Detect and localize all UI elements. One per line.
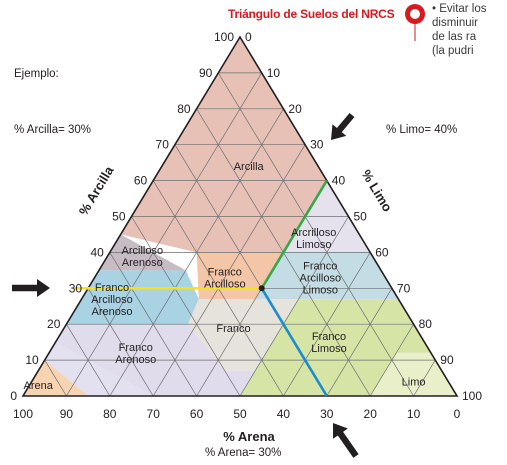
clay-tick-label: 50	[112, 210, 126, 224]
example-point	[258, 285, 265, 292]
example-silt: % Limo= 40%	[386, 124, 458, 136]
clay-tick-label: 80	[177, 102, 191, 116]
clay-axis-label: % Arcilla	[76, 163, 117, 218]
silt-guide-line	[260, 179, 328, 289]
sand-tick-label: 40	[277, 407, 291, 421]
region-arena-franca	[44, 342, 154, 396]
grid-line-silt	[326, 288, 393, 397]
region-label-franco-limoso: Limoso	[311, 343, 346, 355]
clay-tick-label: 30	[69, 281, 83, 295]
silt-tick-label: 60	[375, 245, 389, 259]
sand-tick-label: 30	[320, 407, 334, 421]
grid-line-silt	[239, 216, 349, 397]
clay-tick-label: 10	[25, 353, 39, 367]
grid-line-silt	[152, 144, 306, 397]
silt-tick-label: 30	[310, 138, 324, 152]
region-franco-limoso	[240, 299, 431, 396]
sand-guide-line	[260, 287, 328, 397]
region-label-franco-arcilloso: Arcilloso	[204, 279, 246, 291]
clay-tick-label: 20	[47, 317, 61, 331]
grid-line-silt	[413, 359, 436, 397]
region-label-arena: Arena	[24, 380, 54, 392]
clay-tick-label: 70	[156, 138, 170, 152]
grid-line-sand	[109, 252, 197, 397]
grid-line-sand	[87, 288, 154, 397]
grid-line-silt	[283, 252, 371, 397]
sand-tick-label: 10	[407, 407, 421, 421]
region-label-arcilloso-arenoso: Arcilloso	[122, 245, 164, 257]
region-label-franco-arenoso: Arenoso	[115, 354, 156, 366]
silt-tick-label: 20	[288, 102, 302, 116]
example-sand: % Arena= 30%	[205, 447, 282, 459]
region-label-arcilloso-limoso: Limoso	[296, 239, 331, 251]
silt-tick-label: 80	[419, 317, 433, 331]
region-label-limo: Limo	[402, 377, 426, 389]
region-franco-arcilloso-limoso	[255, 252, 399, 300]
region-label-franco-arcilloso-arenoso: Arenoso	[92, 306, 133, 318]
grid-line-sand	[218, 72, 414, 397]
silt-tick-label: 100	[462, 389, 482, 403]
map-pin-icon	[405, 4, 425, 41]
sand-pointer-arrow	[333, 423, 359, 458]
chart-title: Triángulo de Suelos del NRCS	[228, 7, 395, 21]
clay-tick-label: 40	[90, 245, 104, 259]
example-heading: Ejemplo:	[14, 68, 59, 80]
grid-line-sand	[66, 324, 111, 397]
example-clay: % Arcilla= 30%	[14, 124, 92, 136]
sand-tick-label: 100	[13, 407, 33, 421]
grid-line-sand	[44, 359, 67, 397]
silt-axis-label: % Limo	[359, 167, 396, 214]
region-franco-arcilloso-arenoso	[66, 270, 199, 325]
sand-tick-label: 60	[190, 407, 204, 421]
region-label-arcilloso-arenoso: Arenoso	[122, 257, 163, 269]
silt-tick-label: 70	[397, 281, 411, 295]
clay-tick-label: 0	[10, 389, 17, 403]
grid-line-sand	[131, 216, 241, 397]
region-label-arcilloso-limoso: Arcrilloso	[291, 227, 336, 239]
region-label-franco-arcilloso-limoso: Franco	[303, 261, 337, 273]
sand-tick-label: 0	[454, 407, 461, 421]
silt-pointer-arrow	[331, 112, 355, 140]
sand-tick-label: 90	[60, 407, 74, 421]
clay-tick-label: 60	[134, 174, 148, 188]
grid-line-silt	[369, 324, 414, 397]
silt-tick-label: 40	[332, 174, 346, 188]
side-note-line: • Evitar los	[432, 3, 487, 15]
clay-tick-label: 100	[214, 30, 234, 44]
sand-tick-label: 20	[364, 407, 378, 421]
grid-line-silt	[66, 72, 262, 397]
region-label-franco-arcilloso-limoso: Arcilloso	[300, 273, 342, 285]
sand-tick-label: 70	[147, 407, 161, 421]
region-label-franco-arenoso: Franco	[119, 342, 153, 354]
region-limo	[370, 352, 457, 396]
sand-axis-label: % Arena	[223, 429, 275, 444]
region-franco	[187, 299, 299, 371]
silt-tick-label: 50	[354, 210, 368, 224]
region-label-franco: Franco	[216, 323, 250, 335]
region-label-franco-limoso: Franco	[312, 331, 346, 343]
silt-tick-label: 90	[440, 353, 454, 367]
side-note-line: de las ra	[432, 31, 477, 43]
side-note-line: (la pudri	[432, 45, 474, 57]
silt-tick-label: 0	[245, 30, 252, 44]
region-label-arcilla: Arcilla	[234, 161, 265, 173]
sand-tick-label: 50	[233, 407, 247, 421]
region-label-franco-arcilloso-limoso: Limoso	[303, 285, 338, 297]
region-label-franco-arcilloso: Franco	[208, 267, 242, 279]
clay-pointer-arrow	[12, 279, 50, 297]
region-label-franco-arcilloso-arenoso: Franco	[95, 282, 129, 294]
clay-tick-label: 90	[199, 66, 213, 80]
side-note-line: disminuir	[432, 17, 479, 29]
sand-tick-label: 80	[103, 407, 117, 421]
region-label-franco-arcilloso-arenoso: Arcilloso	[91, 294, 133, 306]
side-note: • Evitar los disminuir de las ra (la pud…	[432, 2, 507, 58]
triangle-outline	[21, 35, 459, 397]
silt-tick-label: 10	[267, 66, 281, 80]
